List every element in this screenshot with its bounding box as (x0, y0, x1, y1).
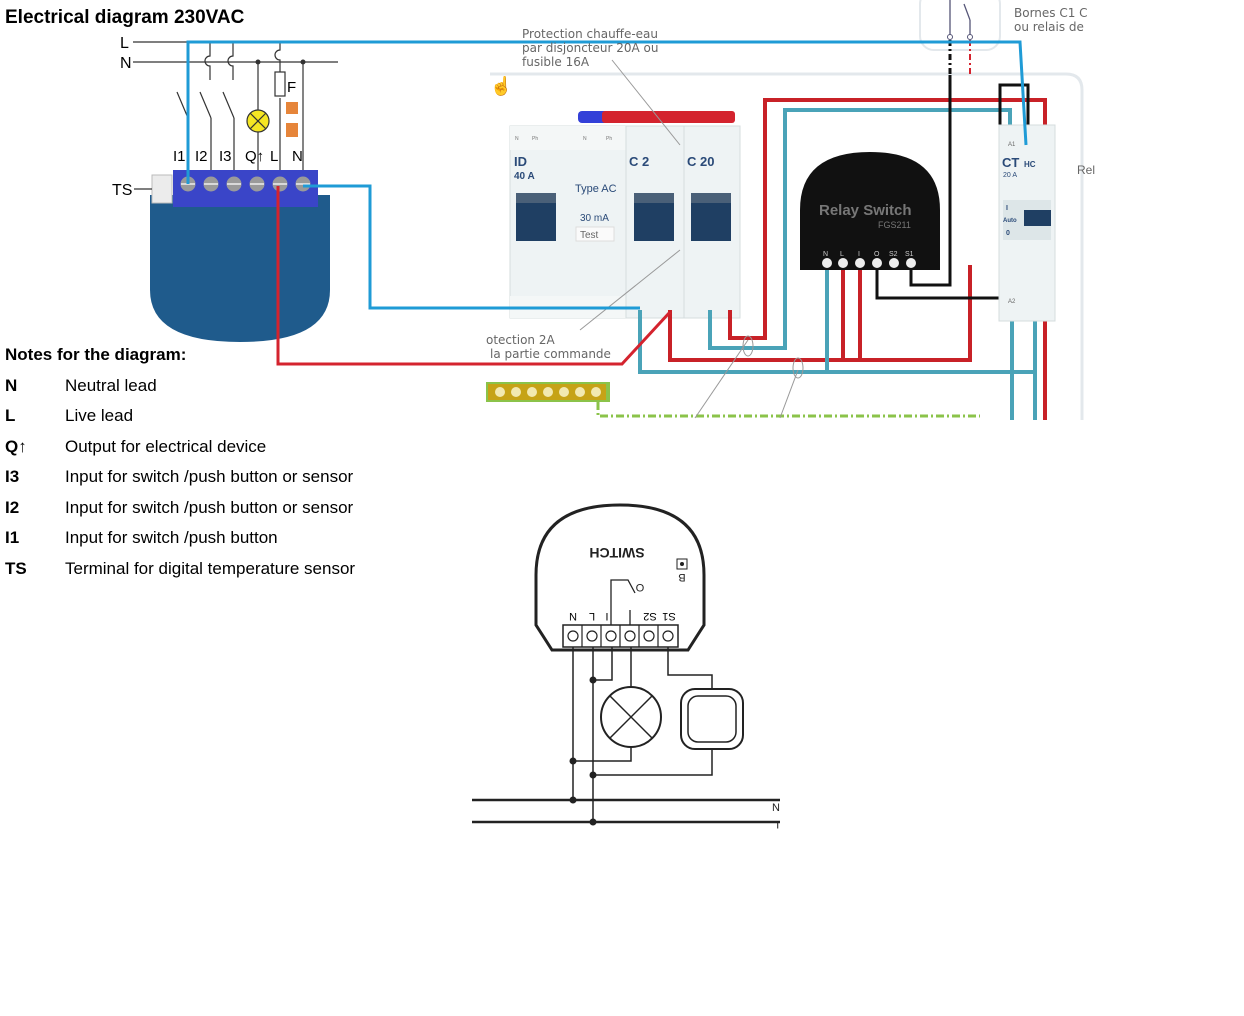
breaker-id-rating: 40 A (514, 171, 535, 182)
neutral-line-label: N (120, 55, 132, 72)
b-label: B (678, 571, 685, 583)
terminal-label-i1: I1 (173, 148, 186, 165)
svg-text:HC: HC (1024, 160, 1036, 169)
annotation-water-heater: Protection chauffe-eau par disjoncteur 2… (522, 27, 659, 69)
breaker-id-type: Type AC (575, 183, 617, 195)
relay-brand: Relay Switch (819, 202, 912, 219)
annotation-control-protection: otection 2A la partie commande (486, 333, 611, 361)
diagram-title: Electrical diagram 230VAC (5, 7, 245, 28)
blue-wire-live (186, 40, 1028, 184)
junction-dot (255, 59, 261, 65)
svg-text:I: I (858, 251, 860, 258)
external-switch-box (919, 0, 1001, 51)
svg-text:N: N (823, 251, 828, 258)
svg-text:A2: A2 (1008, 299, 1016, 305)
push-button-icon (680, 688, 744, 750)
connector-icon (286, 123, 298, 137)
breaker-c20-name: C 20 (687, 154, 714, 169)
panel-frame (490, 72, 1084, 420)
busbar-neutral (578, 111, 608, 123)
terminal-label-q: Q↑ (245, 148, 264, 165)
fuse-icon (274, 71, 286, 97)
terminal-screws (180, 176, 311, 192)
bottom-wiring-diagram: SWITCH B O N L I S2 S1 N L (472, 503, 780, 830)
terminal-label-l: L (270, 148, 278, 165)
svg-text:L: L (840, 251, 844, 258)
annotation-terminals: Bornes C1 C ou relais de (1014, 6, 1088, 34)
panel-wiring (638, 75, 1047, 420)
overlay-wires (186, 40, 1028, 366)
svg-text:0: 0 (1006, 230, 1010, 237)
contactor-name: CT (1002, 155, 1019, 170)
notes-title: Notes for the diagram: (5, 345, 187, 364)
breaker-id-sensitivity: 30 mA (580, 213, 609, 224)
svg-text:N: N (515, 136, 519, 142)
lamp-icon (246, 109, 270, 133)
breaker-id-name: ID (514, 154, 527, 169)
bottom-lamp-icon (600, 686, 662, 748)
svg-text:S2: S2 (889, 251, 898, 258)
breaker-id-test: Test (580, 230, 599, 241)
terminal-label-n: N (292, 148, 303, 165)
o-label: O (635, 581, 644, 593)
bottom-terminal-screws (567, 625, 674, 647)
svg-text:I: I (1006, 205, 1008, 212)
breaker-c2 (625, 125, 685, 319)
live-line-label: L (120, 35, 129, 52)
svg-text:O: O (874, 251, 880, 258)
svg-text:Ph: Ph (532, 136, 538, 142)
svg-text:L: L (589, 610, 595, 622)
distribution-panel: N Ph N Ph ID 40 A Type AC 30 mA Test C 2… (486, 0, 1095, 420)
svg-text:A1: A1 (1008, 142, 1016, 148)
neutral-bus-label: N (772, 802, 780, 814)
hand-cursor-icon: ☝ (490, 76, 513, 96)
blue-wire-neutral (303, 184, 640, 310)
contactor-cthc (998, 124, 1056, 322)
svg-text:S2: S2 (643, 610, 656, 622)
switch-module-outline (534, 503, 706, 652)
svg-text:Auto: Auto (1003, 218, 1017, 224)
module-body (150, 195, 330, 342)
relay-model: FGS211 (878, 220, 911, 230)
svg-text:S1: S1 (662, 610, 675, 622)
terminal-label-i2: I2 (195, 148, 208, 165)
bottom-terminal-labels: N L I S2 S1 (569, 610, 676, 622)
contactor-rating: 20 A (1003, 172, 1017, 179)
bottom-wiring (572, 647, 713, 822)
terminal-label-i3: I3 (219, 148, 232, 165)
fuse-label: F (287, 79, 296, 96)
svg-text:I: I (605, 610, 608, 622)
breaker-c20 (683, 125, 741, 319)
breaker-id (509, 125, 627, 319)
left-wiring-diagram: L N F I1 I2 I3 Q↑ L N TS (112, 35, 338, 342)
svg-text:Ph: Ph (606, 136, 612, 142)
earth-screws (495, 387, 601, 397)
relay-switch-module (800, 152, 940, 270)
svg-text:N: N (583, 136, 587, 142)
breaker-c2-name: C 2 (629, 154, 649, 169)
busbar-live (602, 111, 735, 123)
relay-terminals: N L I O S2 S1 (822, 251, 916, 268)
terminal-block (173, 170, 318, 207)
ts-label: TS (112, 182, 132, 199)
relay-cut-label: Rel (1077, 163, 1095, 177)
earth-wire (596, 402, 980, 418)
svg-text:S1: S1 (905, 251, 914, 258)
junction-dot (300, 59, 306, 65)
live-bus-label: L (773, 818, 779, 830)
red-wire-live (276, 186, 672, 366)
connector-icon (286, 102, 298, 114)
svg-text:N: N (569, 610, 577, 622)
switch-module-label: SWITCH (589, 545, 644, 561)
